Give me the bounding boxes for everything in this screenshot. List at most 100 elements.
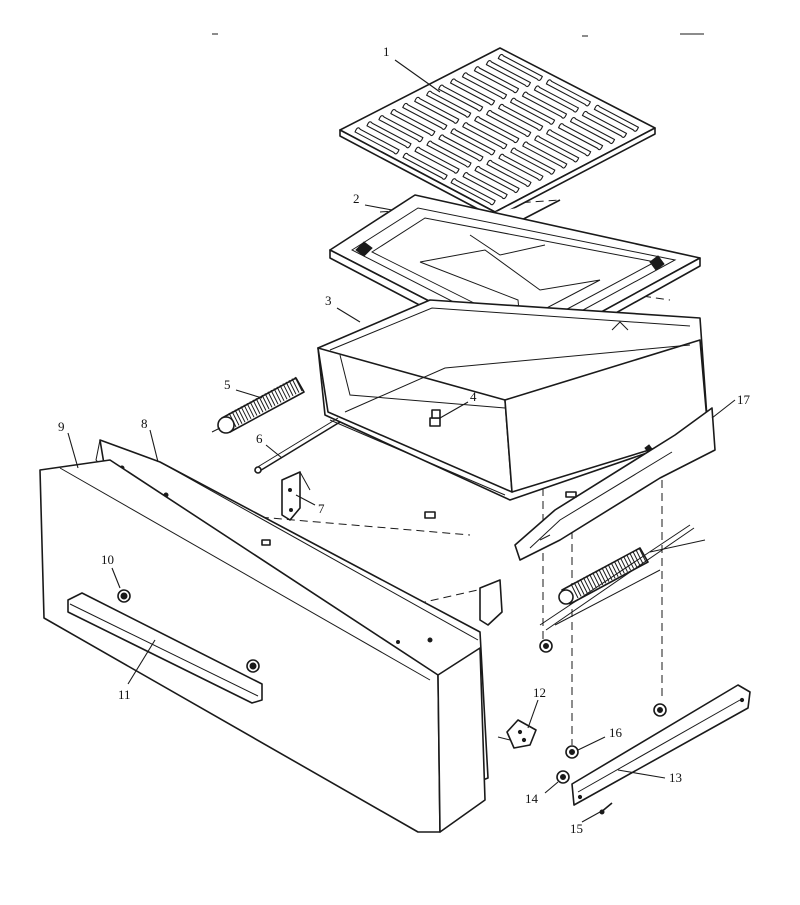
grid-slot xyxy=(510,147,556,175)
callout-8: 8 xyxy=(141,416,148,431)
grid-slot xyxy=(593,104,640,132)
grid-slot xyxy=(474,165,520,194)
scan-specks xyxy=(212,33,704,37)
roller-pair xyxy=(539,639,667,759)
spring-coil xyxy=(582,577,591,592)
grid-slot xyxy=(426,90,472,118)
callout-12: 12 xyxy=(533,685,546,700)
grid-slot xyxy=(473,66,520,94)
door-handle-mount-left xyxy=(117,589,131,603)
spring-coil xyxy=(294,376,303,392)
drawer-spring-left xyxy=(211,376,305,434)
grid-slot xyxy=(437,84,484,112)
spring-coil xyxy=(276,386,285,402)
grid-slot xyxy=(402,152,448,180)
grid-slot xyxy=(450,128,496,156)
grid-slot xyxy=(462,122,508,150)
spring-coil xyxy=(586,575,594,591)
spring-coil xyxy=(285,381,294,397)
spring-coil xyxy=(589,573,597,589)
broiler-grid xyxy=(339,47,656,227)
drawer-spring-right xyxy=(554,539,706,626)
screw xyxy=(599,802,613,815)
callout-13: 13 xyxy=(669,770,682,785)
spring-coil xyxy=(635,549,644,564)
callout-3: 3 xyxy=(325,293,332,308)
spring-coil xyxy=(613,560,622,576)
spring-coil xyxy=(598,569,607,584)
drawer-front xyxy=(39,459,486,833)
spring-coil xyxy=(638,547,647,563)
grid-slot xyxy=(509,97,556,125)
grid-slot xyxy=(485,60,532,88)
callout-2: 2 xyxy=(353,191,360,206)
grid-slot xyxy=(534,135,580,163)
slide-bracket xyxy=(497,719,537,749)
spring-coil xyxy=(288,380,297,395)
callout-11: 11 xyxy=(118,687,131,702)
grid-slot xyxy=(402,102,448,130)
spring-coil xyxy=(252,399,261,415)
spring-coil xyxy=(270,389,279,405)
spring-coil xyxy=(243,404,252,420)
callout-4: 4 xyxy=(470,389,477,404)
spring-coil xyxy=(240,406,249,421)
tray-clip xyxy=(431,409,441,419)
grid-slot xyxy=(426,140,472,168)
spring-coil xyxy=(267,391,276,406)
spring-coil xyxy=(570,583,579,599)
spring-coil xyxy=(261,394,270,410)
spring-coil xyxy=(626,554,635,569)
spring-coil xyxy=(620,557,628,573)
callout-labels: 1 2 3 4 5 6 7 8 9 10 11 12 13 14 15 16 1… xyxy=(58,44,751,836)
grid-slot xyxy=(414,96,460,124)
callout-6: 6 xyxy=(256,431,263,446)
spring-coil xyxy=(632,551,641,566)
grid-slot xyxy=(390,108,436,137)
callout-1: 1 xyxy=(383,44,390,59)
side-rail xyxy=(514,407,716,561)
callout-9: 9 xyxy=(58,419,65,434)
spring-coil xyxy=(595,570,604,586)
spring-coil xyxy=(279,384,288,400)
spring-coil xyxy=(264,393,273,408)
grid-slot xyxy=(474,116,520,144)
grid-slot xyxy=(497,103,544,131)
mounting-bracket xyxy=(281,471,503,626)
grid-slot xyxy=(486,159,532,187)
drawer-rod xyxy=(254,417,695,631)
spring-coil xyxy=(249,401,258,416)
spring-coil xyxy=(246,402,255,418)
spring-coil xyxy=(282,383,291,398)
spring-coil xyxy=(576,580,585,595)
grid-slot xyxy=(414,146,460,174)
grid-slot xyxy=(497,53,543,81)
grid-slot xyxy=(461,72,508,100)
door-handle-mount-right xyxy=(246,659,260,673)
grid-slot xyxy=(522,141,568,169)
callout-14: 14 xyxy=(525,791,539,806)
callout-10: 10 xyxy=(101,552,114,567)
spring-coil xyxy=(616,559,625,574)
spring-coil xyxy=(234,409,243,424)
spring-coil xyxy=(258,396,267,411)
roller-wheel xyxy=(556,770,570,784)
grid-slot xyxy=(545,129,592,157)
grid-slot xyxy=(449,78,496,106)
grid-slot xyxy=(378,115,424,143)
grid-slot xyxy=(438,134,484,162)
grid-slot xyxy=(545,79,592,107)
spring-coil xyxy=(237,407,246,423)
grid-slot xyxy=(366,121,412,149)
leader-lines xyxy=(67,59,736,823)
spring-coil xyxy=(623,555,631,571)
drawer-handle xyxy=(67,592,263,704)
grid-slot xyxy=(462,172,508,200)
callout-7: 7 xyxy=(318,501,325,516)
grid-slot xyxy=(557,123,604,151)
grid-slot xyxy=(533,85,580,113)
spring-coil xyxy=(291,378,300,393)
callout-15: 15 xyxy=(570,821,583,836)
